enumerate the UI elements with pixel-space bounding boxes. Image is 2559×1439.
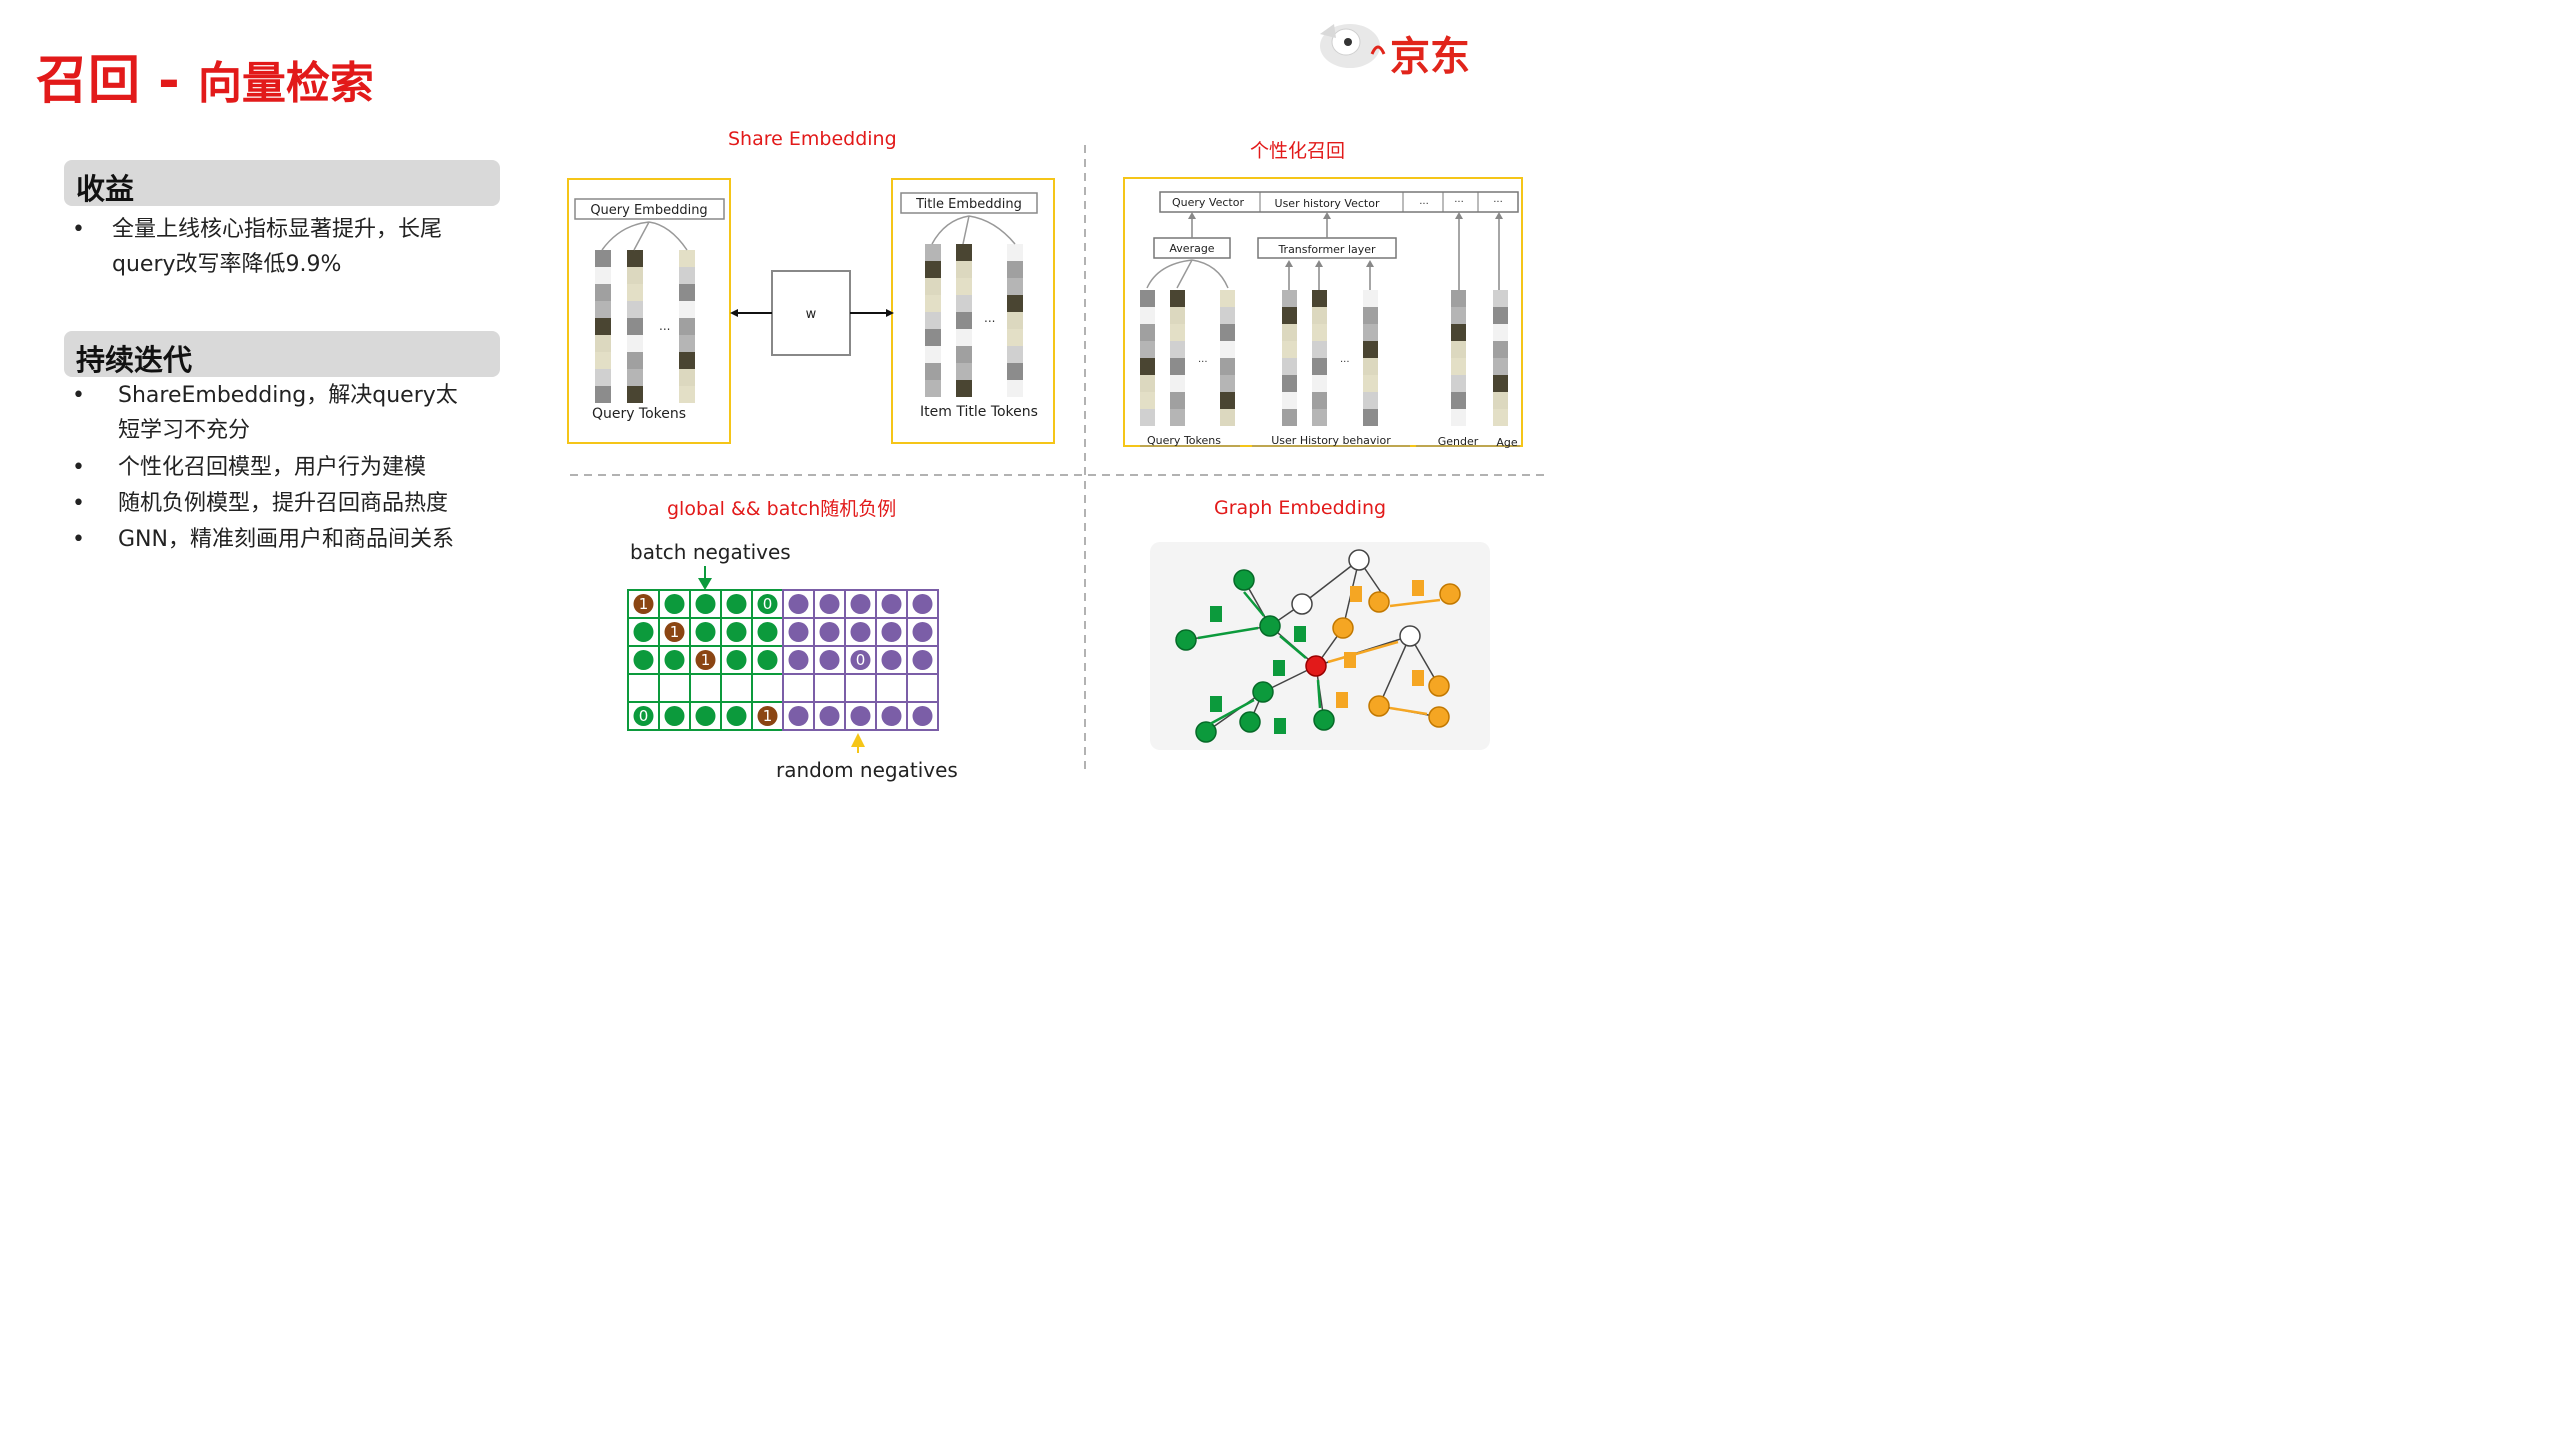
share-embedding-title: Share Embedding	[728, 128, 897, 150]
bullet-personalized: • 个性化召回模型，用户行为建模	[72, 455, 427, 480]
svg-text:...: ...	[1198, 354, 1208, 365]
svg-text:Age: Age	[1496, 436, 1518, 449]
divider-lines	[570, 145, 1545, 772]
svg-text:...: ...	[1340, 354, 1350, 365]
svg-text:1: 1	[670, 623, 680, 641]
bullet-gnn: • GNN，精准刻画用户和商品间关系	[72, 527, 454, 552]
svg-text:User history Vector: User history Vector	[1275, 197, 1380, 210]
svg-text:...: ...	[659, 319, 670, 333]
svg-text:Title Embedding: Title Embedding	[915, 197, 1022, 212]
svg-text:...: ...	[1454, 194, 1464, 205]
svg-text:...: ...	[1419, 196, 1429, 207]
page-title: 召回 - 向量检索	[36, 51, 374, 111]
negatives-grid: 1 0 1 1 0 0 1	[627, 566, 939, 753]
share-embedding-diagram: Query Embedding Title Embedding ... ... …	[567, 178, 1055, 444]
svg-text:Query Vector: Query Vector	[1172, 196, 1244, 209]
graph-embedding-diagram	[1150, 542, 1490, 750]
svg-text:Query Tokens: Query Tokens	[592, 406, 686, 422]
svg-text:Transformer layer: Transformer layer	[1277, 243, 1376, 256]
bullet-share-embedding: • ShareEmbedding，解决query太 短学习不充分	[72, 383, 458, 444]
svg-text:Item Title Tokens: Item Title Tokens	[920, 404, 1038, 420]
jd-logo-icon	[1320, 24, 1386, 68]
personalized-title: 个性化召回	[1250, 140, 1346, 162]
random-negatives-label: random negatives	[776, 758, 958, 782]
svg-text:1: 1	[639, 595, 649, 613]
brand-text: 京东	[1390, 34, 1470, 80]
svg-text:1: 1	[701, 651, 711, 669]
personalized-diagram: Query Vector User history Vector ... ...…	[1123, 177, 1523, 449]
bullet-random-negatives: • 随机负例模型，提升召回商品热度	[72, 491, 449, 516]
svg-text:...: ...	[1493, 194, 1503, 205]
svg-text:Query Embedding: Query Embedding	[590, 203, 707, 218]
svg-text:User History behavior: User History behavior	[1271, 434, 1391, 447]
svg-text:Gender: Gender	[1438, 435, 1479, 448]
svg-text:0: 0	[639, 707, 649, 725]
graph-embedding-title: Graph Embedding	[1214, 497, 1387, 519]
svg-text:0: 0	[856, 651, 866, 669]
bullet-benefit: • 全量上线核心指标显著提升，长尾 query改写率降低9.9%	[72, 217, 443, 278]
section-heading-benefit: 收益	[64, 160, 500, 206]
section-heading-iteration: 持续迭代	[64, 331, 500, 377]
svg-text:Query Tokens: Query Tokens	[1147, 434, 1221, 447]
svg-text:w: w	[806, 307, 817, 322]
negatives-title: global && batch随机负例	[667, 498, 897, 520]
batch-negatives-label: batch negatives	[630, 540, 791, 564]
svg-text:Average: Average	[1169, 242, 1214, 255]
svg-text:1: 1	[763, 707, 773, 725]
svg-text:...: ...	[984, 311, 995, 325]
svg-text:0: 0	[763, 595, 773, 613]
